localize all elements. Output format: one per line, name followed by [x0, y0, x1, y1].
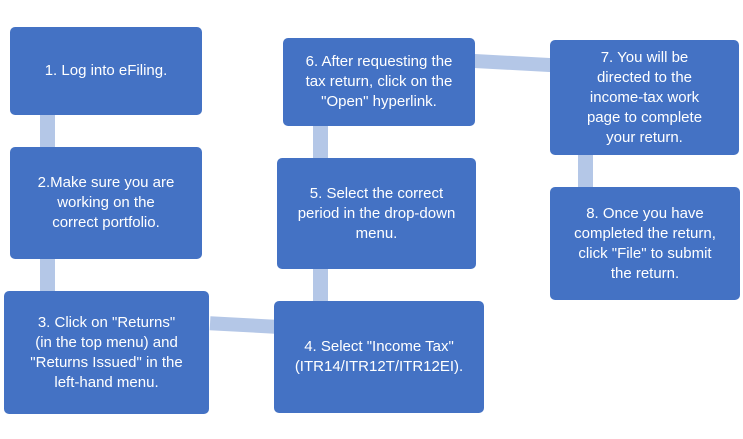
- connector-6-7: [469, 53, 555, 73]
- step-5-box: 5. Select the correct period in the drop…: [277, 158, 476, 269]
- step-3-box: 3. Click on "Returns" (in the top menu) …: [4, 291, 209, 414]
- step-1-box: 1. Log into eFiling.: [10, 27, 202, 115]
- connector-3-4: [209, 316, 276, 334]
- connector-1-2: [40, 114, 55, 148]
- connector-2-3: [40, 258, 55, 292]
- step-6-box: 6. After requesting the tax return, clic…: [283, 38, 475, 126]
- connector-4-5: [313, 268, 328, 302]
- step-2-box: 2.Make sure you are working on the corre…: [10, 147, 202, 259]
- connector-5-6: [313, 125, 328, 159]
- step-7-box: 7. You will be directed to the income-ta…: [550, 40, 739, 155]
- connector-7-8: [578, 152, 593, 188]
- step-4-box: 4. Select "Income Tax" (ITR14/ITR12T/ITR…: [274, 301, 484, 413]
- step-8-box: 8. Once you have completed the return, c…: [550, 187, 740, 300]
